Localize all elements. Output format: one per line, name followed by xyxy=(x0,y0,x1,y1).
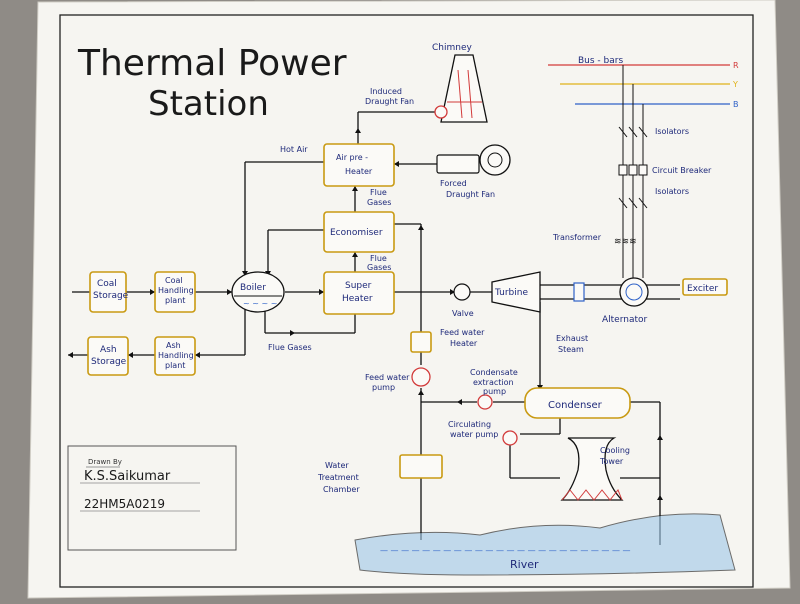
feed-water-pump-label-2: pump xyxy=(372,383,395,392)
boiler-drum xyxy=(231,271,285,313)
alternator-symbol xyxy=(619,277,649,307)
river-label: River xyxy=(510,558,539,571)
bus-bars-label: Bus - bars xyxy=(578,56,623,66)
feed-water-heater-label-2: Heater xyxy=(450,339,478,348)
alternator-label: Alternator xyxy=(602,315,648,325)
economiser-box xyxy=(323,211,395,253)
coal-storage-label-2: Storage xyxy=(93,291,129,301)
exhaust-steam-label: Exhaust xyxy=(556,334,588,343)
forced-fan-label-2: Draught Fan xyxy=(446,190,495,199)
coal-handling-label: Coal xyxy=(165,276,183,285)
induced-fan-label: Induced xyxy=(370,87,402,96)
super-heater-label: Super xyxy=(345,281,372,291)
valve-label: Valve xyxy=(452,309,474,318)
ash-storage-box xyxy=(87,336,129,376)
drawing-border xyxy=(59,14,754,588)
induced-draught-fan-symbol xyxy=(434,105,448,119)
chimney-label: Chimney xyxy=(432,43,472,53)
water-treatment-label: Water xyxy=(325,461,349,470)
air-preheater-label: Air pre - xyxy=(336,153,368,162)
flue-gases-label-2: Gases xyxy=(367,198,391,207)
turbine-label: Turbine xyxy=(494,288,528,298)
circulating-pump-symbol xyxy=(502,430,518,446)
transformer-label: Transformer xyxy=(552,233,602,242)
drawn-by-label: Drawn By xyxy=(88,458,122,466)
forced-fan-label: Forced xyxy=(440,179,467,188)
circulating-pump-label-2: water pump xyxy=(450,430,498,439)
feed-water-heater-box xyxy=(410,331,432,353)
credits-box xyxy=(67,445,237,551)
condensate-pump-label-2: extraction xyxy=(473,378,514,387)
forced-draught-fan-symbol xyxy=(436,154,480,174)
flue-gases-label-3: Flue xyxy=(370,254,387,263)
water-treatment-box xyxy=(399,454,443,479)
air-preheater-box xyxy=(323,143,395,187)
super-heater-label-2: Heater xyxy=(342,294,373,304)
flue-gases-label-4: Gases xyxy=(367,263,391,272)
coal-handling-label-2: Handling xyxy=(158,286,194,295)
valve-symbol xyxy=(453,283,471,301)
title-line-1: Thermal Power xyxy=(77,43,347,84)
phase-r-label: R xyxy=(733,61,739,70)
coal-storage-box xyxy=(89,271,127,313)
phase-b-label: B xyxy=(733,100,739,109)
flue-gases-bottom-label: Flue Gases xyxy=(268,343,312,352)
condenser-label: Condenser xyxy=(548,400,603,411)
title-line-2: Station xyxy=(148,84,269,124)
boiler-label: Boiler xyxy=(240,283,266,293)
condensate-pump-label: Condensate xyxy=(470,368,518,377)
water-treatment-label-3: Chamber xyxy=(323,485,360,494)
coal-handling-box xyxy=(154,271,196,313)
induced-fan-label-2: Draught Fan xyxy=(365,97,414,106)
exciter-box xyxy=(682,278,728,296)
switchgear-lines: ≋≋≋ xyxy=(614,65,648,278)
phase-y-label: Y xyxy=(732,80,738,89)
river-shape xyxy=(354,513,736,576)
shaft-coupling xyxy=(573,282,585,302)
author-name: K.S.Saikumar xyxy=(84,469,171,484)
svg-text:~ ~ ~ ~: ~ ~ ~ ~ xyxy=(243,299,277,308)
economiser-label: Economiser xyxy=(330,228,383,238)
ash-storage-label: Ash xyxy=(100,345,117,355)
svg-text:— — — — — — — — — — — — — — —: — — — — — — — — — — — — — — — — — — — — … xyxy=(380,546,631,555)
circuit-breaker-label: Circuit Breaker xyxy=(652,166,712,175)
feed-water-pump-symbol xyxy=(411,367,431,387)
cooling-tower-label-2: Tower xyxy=(599,457,624,466)
isolators-bottom-label: Isolators xyxy=(655,187,689,196)
super-heater-box xyxy=(323,271,395,315)
water-treatment-label-2: Treatment xyxy=(317,473,359,482)
isolators-top-label: Isolators xyxy=(655,127,689,136)
air-preheater-label-2: Heater xyxy=(345,167,373,176)
exciter-label: Exciter xyxy=(687,284,718,294)
turbine-symbol xyxy=(491,271,541,313)
coal-handling-label-3: plant xyxy=(165,296,185,305)
ash-handling-label-3: plant xyxy=(165,361,185,370)
svg-text:≋≋≋: ≋≋≋ xyxy=(614,237,637,247)
condensate-pump-label-3: pump xyxy=(483,387,506,396)
circulating-pump-label: Circulating xyxy=(448,420,491,429)
ash-storage-label-2: Storage xyxy=(91,357,127,367)
coal-storage-label: Coal xyxy=(97,279,117,289)
ash-handling-label-2: Handling xyxy=(158,351,194,360)
author-roll-number: 22HM5A0219 xyxy=(84,497,165,511)
exhaust-steam-label-2: Steam xyxy=(558,345,584,354)
feed-water-heater-label: Feed water xyxy=(440,328,485,337)
cooling-tower-label: Cooling xyxy=(600,446,630,455)
condensate-pump-symbol xyxy=(477,394,493,410)
hot-air-label: Hot Air xyxy=(280,145,308,154)
ash-handling-label: Ash xyxy=(166,341,181,350)
chimney-symbol xyxy=(440,54,488,123)
condenser-box xyxy=(524,387,631,419)
feed-water-pump-label: Feed water xyxy=(365,373,410,382)
ash-handling-box xyxy=(154,336,196,376)
flue-gases-label-1: Flue xyxy=(370,188,387,197)
